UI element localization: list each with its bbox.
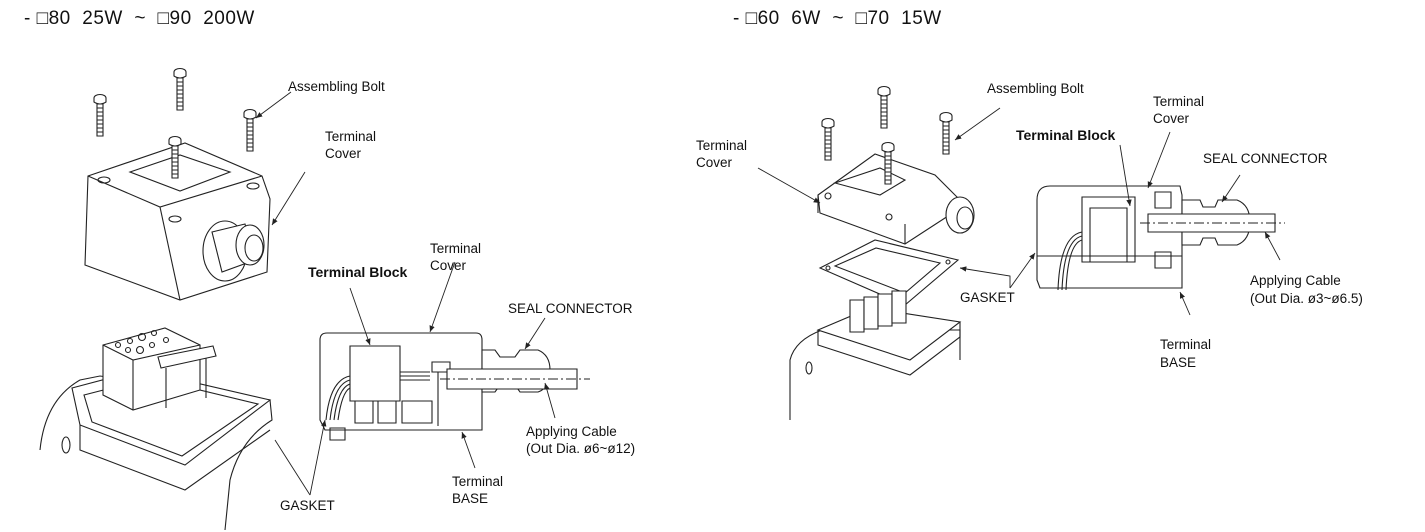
right-label-terminal-base-line1: Terminal	[1160, 337, 1212, 352]
right-label-section-cover-line2: Cover	[1153, 111, 1190, 126]
right-section-view	[1037, 186, 1285, 290]
left-label-terminal-block: Terminal Block	[308, 264, 408, 280]
left-label-terminal-base-line1: Terminal	[452, 474, 504, 489]
right-label-terminal-cover-line1: Terminal	[696, 138, 748, 153]
left-label-section-cover-line2: Cover	[430, 258, 467, 273]
right-label-terminal-cover-line2: Cover	[696, 155, 733, 170]
right-label-seal-connector: SEAL CONNECTOR	[1203, 151, 1328, 166]
left-label-cable-diameter: (Out Dia. ø6~ø12)	[526, 441, 636, 456]
left-terminal-base	[40, 328, 272, 530]
left-label-terminal-cover-line2: Cover	[325, 146, 362, 161]
right-label-cable-diameter: (Out Dia. ø3~ø6.5)	[1250, 291, 1363, 306]
right-gasket	[820, 240, 958, 305]
left-label-terminal-cover-line1: Terminal	[325, 129, 377, 144]
left-terminal-cover	[85, 143, 270, 300]
right-label-terminal-base-line2: BASE	[1160, 355, 1197, 370]
right-panel-heading: - □60 6W ~ □70 15W	[733, 8, 942, 29]
left-label-assembling-bolt: Assembling Bolt	[288, 79, 385, 94]
right-terminal-base	[790, 291, 960, 420]
right-label-section-cover-line1: Terminal	[1153, 94, 1205, 109]
right-label-gasket: GASKET	[960, 290, 1015, 305]
left-leader-lines	[256, 92, 555, 495]
left-label-seal-connector: SEAL CONNECTOR	[508, 301, 633, 316]
left-panel-heading: - □80 25W ~ □90 200W	[24, 8, 255, 29]
right-leader-lines	[758, 108, 1280, 315]
right-label-terminal-block: Terminal Block	[1016, 127, 1116, 143]
right-terminal-cover	[818, 154, 974, 244]
left-label-section-cover-line1: Terminal	[430, 241, 482, 256]
right-label-assembling-bolt: Assembling Bolt	[987, 81, 1084, 96]
left-label-terminal-base-line2: BASE	[452, 491, 489, 506]
right-label-applying-cable: Applying Cable	[1250, 273, 1341, 288]
left-label-gasket: GASKET	[280, 498, 335, 513]
left-label-applying-cable: Applying Cable	[526, 424, 617, 439]
